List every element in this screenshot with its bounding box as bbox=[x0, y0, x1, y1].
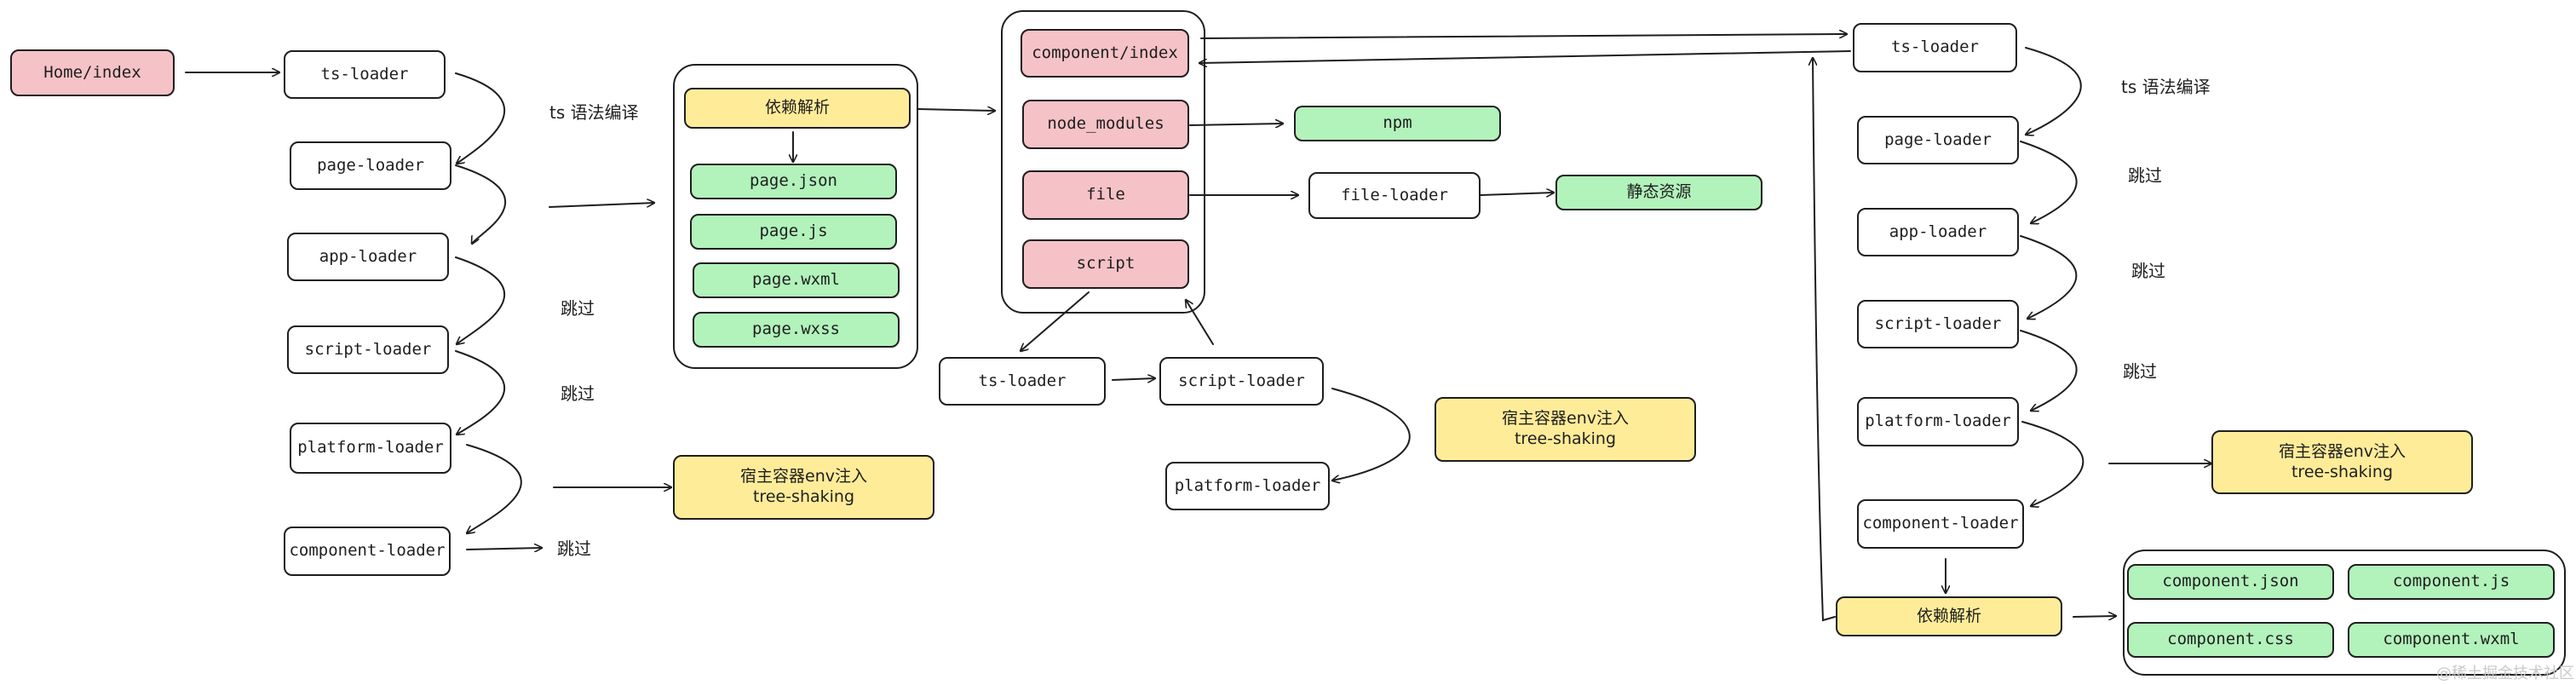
right-env-inject-node: 宿主容器env注入 tree-shaking bbox=[2211, 430, 2473, 494]
arrow-script-to-platform-loader bbox=[456, 350, 506, 435]
right-skip-label-1: 跳过 bbox=[2128, 165, 2162, 186]
mid-env-inject-line-1: 宿主容器env注入 bbox=[1502, 409, 1629, 429]
component-group bbox=[1001, 10, 1205, 314]
arrow-right-dep-parse-to-component-group bbox=[2073, 616, 2116, 617]
page-wxml-node: page.wxml bbox=[693, 262, 900, 298]
dep-parse-group bbox=[673, 64, 918, 369]
arrow-right-script-to-platform-loader bbox=[2020, 330, 2078, 411]
static-assets-node: 静态资源 bbox=[1555, 175, 1762, 210]
right-skip-label-3: 跳过 bbox=[2123, 361, 2157, 382]
arrow-right-dep-parse-loop bbox=[1813, 58, 1836, 622]
right-skip-label-2: 跳过 bbox=[2131, 261, 2165, 281]
arrow-right-ts-to-page-loader bbox=[2026, 47, 2082, 135]
right-env-inject-line-1: 宿主容器env注入 bbox=[2279, 441, 2406, 461]
right-ts-loader-node: ts-loader bbox=[1853, 23, 2017, 72]
left-platform-loader-node: platform-loader bbox=[290, 423, 451, 474]
right-dep-parse-node: 依赖解析 bbox=[1836, 596, 2062, 636]
arrow-file-loader-to-static bbox=[1480, 193, 1554, 195]
arrow-node-modules-to-npm bbox=[1189, 124, 1283, 125]
component-json-node: component.json bbox=[2127, 564, 2334, 600]
mid-script-loader-node: script-loader bbox=[1159, 357, 1324, 406]
left-env-inject-line-2: tree-shaking bbox=[752, 487, 855, 506]
watermark: @稀土掘金技术社区 bbox=[2436, 665, 2574, 682]
arrow-page-to-app-loader bbox=[455, 164, 507, 244]
right-platform-loader-node: platform-loader bbox=[1857, 397, 2019, 446]
page-wxss-node: page.wxss bbox=[693, 312, 900, 348]
component-css-node: component.css bbox=[2127, 622, 2334, 658]
arrow-ts-to-page-loader bbox=[456, 72, 506, 164]
right-app-loader-node: app-loader bbox=[1857, 208, 2019, 256]
dep-parse-node: 依赖解析 bbox=[684, 88, 911, 129]
left-component-loader-node: component-loader bbox=[284, 527, 451, 576]
left-skip-label-3: 跳过 bbox=[557, 538, 591, 559]
node-modules-node: node_modules bbox=[1022, 100, 1189, 149]
arrow-app-to-script-loader bbox=[456, 256, 506, 344]
mid-env-inject-line-2: tree-shaking bbox=[1514, 429, 1617, 448]
arrow-right-app-to-script-loader bbox=[2020, 235, 2078, 319]
component-index-node: component/index bbox=[1021, 29, 1189, 78]
home-index-node: Home/index bbox=[10, 49, 175, 96]
right-page-loader-node: page-loader bbox=[1857, 116, 2019, 164]
arrow-right-platform-to-component-loader bbox=[2021, 421, 2084, 506]
arrow-component-loader-to-skip bbox=[466, 548, 542, 550]
arrow-right-page-to-app-loader bbox=[2020, 141, 2078, 223]
mid-ts-loader-node: ts-loader bbox=[939, 357, 1106, 406]
mid-env-inject-node: 宿主容器env注入 tree-shaking bbox=[1435, 397, 1696, 462]
left-script-loader-node: script-loader bbox=[287, 325, 449, 374]
component-js-node: component.js bbox=[2348, 564, 2555, 600]
left-skip-label-2: 跳过 bbox=[561, 383, 595, 404]
right-script-loader-node: script-loader bbox=[1857, 300, 2019, 348]
component-files-group bbox=[2123, 550, 2566, 676]
right-env-inject-line-2: tree-shaking bbox=[2291, 462, 2394, 481]
file-node: file bbox=[1022, 170, 1189, 220]
left-page-loader-node: page-loader bbox=[290, 141, 451, 190]
arrow-platform-to-component-loader bbox=[467, 444, 522, 533]
arrow-dep-group-to-component-group bbox=[917, 109, 995, 111]
mid-platform-loader-node: platform-loader bbox=[1165, 462, 1330, 510]
left-ts-loader-node: ts-loader bbox=[284, 50, 446, 99]
npm-node: npm bbox=[1294, 106, 1501, 141]
left-skip-label-1: 跳过 bbox=[561, 298, 595, 319]
left-ts-compile-label: ts 语法编译 bbox=[549, 102, 639, 123]
arrow-component-index-to-right-ts-loader bbox=[1200, 34, 1847, 39]
script-node: script bbox=[1022, 239, 1189, 289]
page-js-node: page.js bbox=[690, 214, 897, 250]
right-ts-compile-label: ts 语法编译 bbox=[2121, 77, 2211, 97]
left-app-loader-node: app-loader bbox=[287, 233, 449, 281]
right-component-loader-node: component-loader bbox=[1857, 499, 2024, 549]
arrow-right-ts-loader-to-component-index bbox=[1199, 50, 1851, 63]
left-env-inject-line-1: 宿主容器env注入 bbox=[740, 467, 867, 486]
page-json-node: page.json bbox=[690, 164, 897, 199]
arrow-mid-ts-to-script-loader bbox=[1112, 378, 1155, 380]
arrow-component-to-mid-ts-loader bbox=[1021, 291, 1090, 351]
file-loader-node: file-loader bbox=[1308, 172, 1481, 219]
left-env-inject-node: 宿主容器env注入 tree-shaking bbox=[673, 455, 934, 520]
arrow-mid-script-to-platform bbox=[1332, 388, 1411, 481]
arrow-page-loader-to-dep-parse bbox=[549, 203, 654, 208]
component-wxml-node: component.wxml bbox=[2348, 622, 2555, 658]
